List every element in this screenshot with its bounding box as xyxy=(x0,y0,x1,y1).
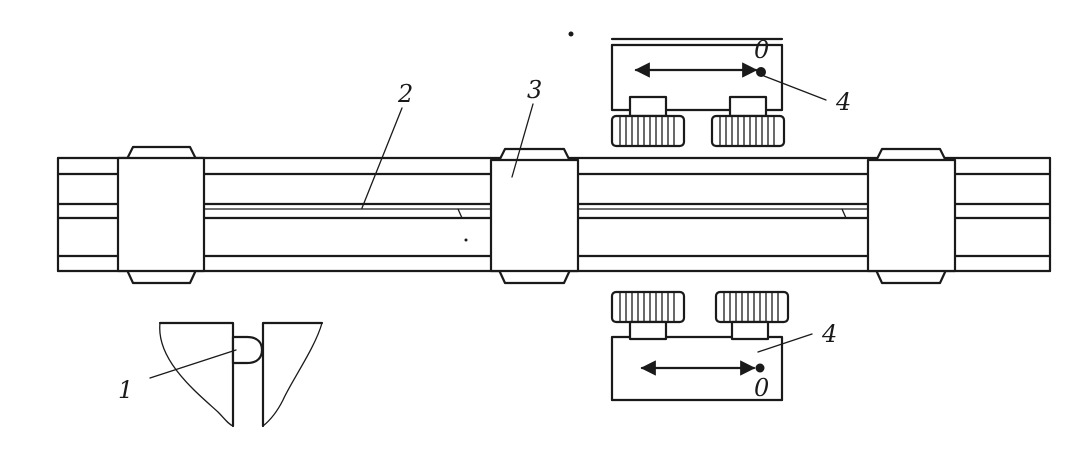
slider-right[interactable] xyxy=(866,147,957,285)
leader-rod xyxy=(361,107,403,209)
label-contact: 1 xyxy=(118,376,133,404)
ink-speck xyxy=(464,238,468,242)
caliper-bottom xyxy=(610,290,813,402)
caliper-top xyxy=(610,37,827,148)
label-rod: 2 xyxy=(397,80,413,108)
zero-point-top-marker xyxy=(756,67,766,77)
leader-slider xyxy=(511,103,534,178)
slider-middle[interactable] xyxy=(489,147,580,285)
ink-speck xyxy=(568,31,574,37)
slider-left[interactable] xyxy=(116,145,206,285)
zero-point-bottom-marker xyxy=(755,363,765,373)
label-slider: 3 xyxy=(527,76,542,104)
label-caliper-bottom: 4 xyxy=(821,320,837,348)
label-zero-bottom: 0 xyxy=(754,374,769,402)
label-zero-top: 0 xyxy=(754,36,769,64)
measuring-rod xyxy=(204,208,869,219)
label-caliper-top: 4 xyxy=(835,88,851,116)
contact-detail xyxy=(149,321,324,428)
